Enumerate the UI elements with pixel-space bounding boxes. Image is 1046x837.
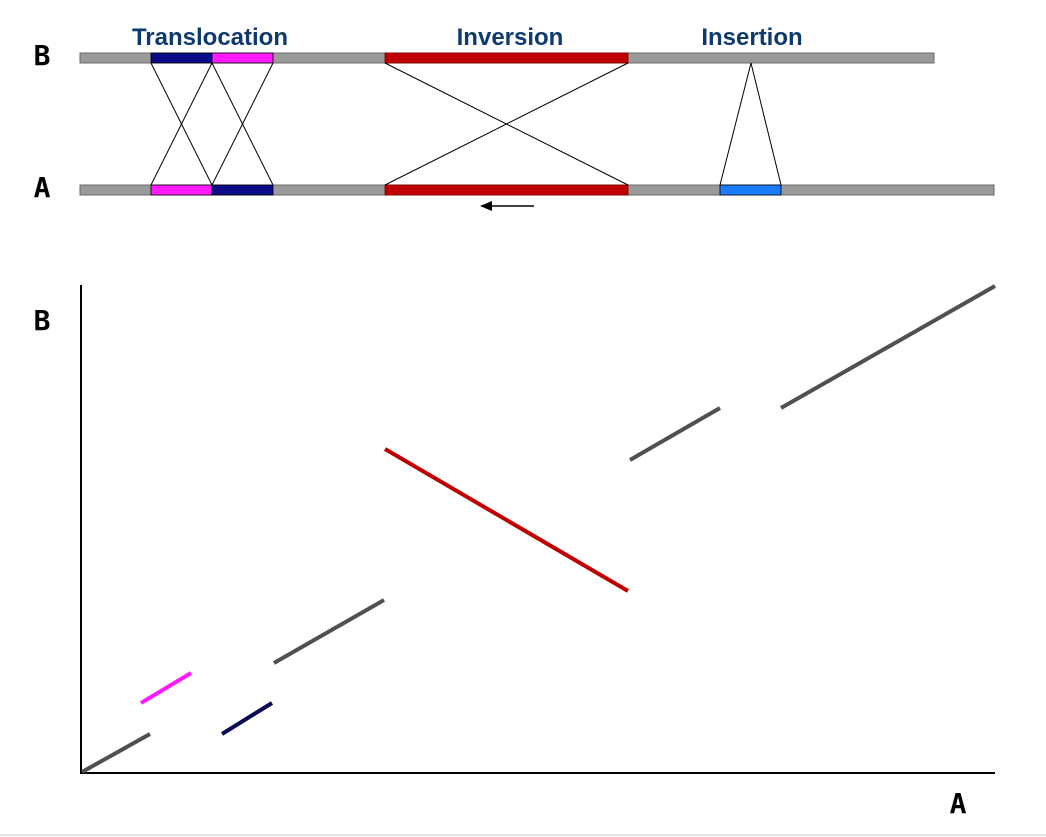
x-axis-label: A (950, 787, 967, 820)
connector-line (150, 62, 213, 186)
a-translocation-navy-segment (211, 184, 274, 196)
connector-line (750, 62, 782, 186)
connector-line (719, 62, 752, 186)
sequence-a-label: A (34, 171, 51, 204)
magenta-translocation-segment (139, 671, 193, 705)
y-axis-label: B (34, 304, 51, 337)
inversion-direction-arrow (480, 201, 534, 211)
sequence-b-label: B (34, 39, 51, 72)
dot-plot-segments (81, 284, 996, 774)
sequence-a-track (79, 184, 995, 196)
gray-alignment-segment (81, 732, 151, 774)
a-translocation-magenta-segment (150, 184, 213, 196)
inversion-label: Inversion (457, 24, 564, 51)
gray-alignment-segment (780, 284, 996, 410)
connector-line (384, 62, 629, 186)
insertion-label: Insertion (701, 24, 802, 51)
dot-plot-axes (80, 285, 995, 774)
sequence-b-track (79, 52, 935, 64)
b-translocation-navy-segment (150, 52, 213, 64)
b-inversion-segment (384, 52, 629, 64)
gray-alignment-segment (273, 598, 385, 665)
translocation-label: Translocation (132, 24, 288, 51)
red-inversion-segment (383, 447, 630, 593)
b-translocation-magenta-segment (211, 52, 274, 64)
alignment-connectors (150, 62, 782, 186)
navy-translocation-segment (220, 701, 274, 736)
connector-line (211, 62, 274, 186)
gray-alignment-segment (628, 406, 722, 462)
a-insertion-segment (719, 184, 782, 196)
a-inversion-segment (384, 184, 629, 196)
